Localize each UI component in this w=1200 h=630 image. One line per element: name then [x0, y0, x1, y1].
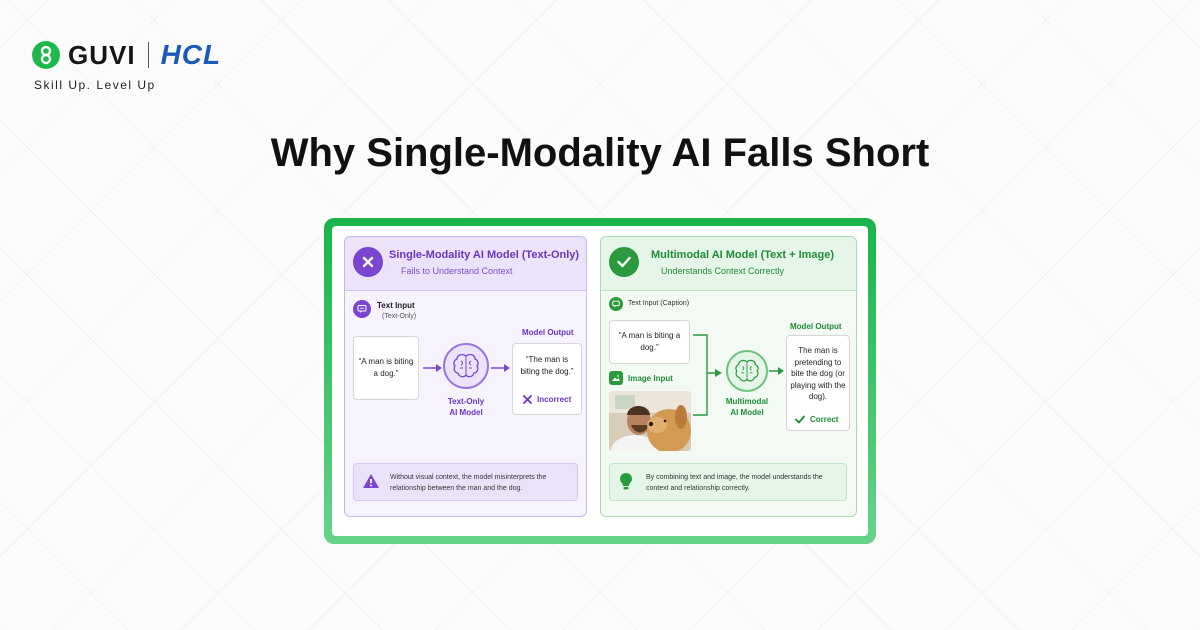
right-note-text: By combining text and image, the model u…: [646, 474, 823, 493]
right-panel-title: Multimodal AI Model (Text + Image): [651, 249, 835, 261]
image-input-label: Image Input: [628, 374, 673, 383]
x-icon: [523, 395, 532, 404]
left-note: Without visual context, the model misint…: [353, 463, 578, 501]
right-text-input-label: Text Input (Caption): [628, 300, 690, 307]
left-panel-header: Single-Modality AI Model (Text-Only) Fai…: [345, 237, 586, 291]
image-icon: [609, 371, 623, 385]
chat-icon: [353, 300, 371, 318]
left-model-label-line1: Text-Only: [447, 397, 485, 406]
right-model-label-line2: AI Model: [730, 407, 764, 417]
left-input-sublabel: (Text-Only): [382, 313, 417, 320]
hcl-wordmark: HCL: [160, 39, 222, 70]
left-output-label: Model Output: [522, 328, 574, 337]
left-model-label: Text-Only AI Model: [438, 397, 494, 419]
right-output-box: The man is pretending to bite the dog (o…: [786, 335, 850, 431]
right-input-text-box: “A man is biting a dog.”: [609, 320, 690, 364]
correct-label: Correct: [810, 415, 839, 424]
man-and-dog-photo: [609, 391, 691, 451]
brand-logo: GUVI HCL Skill Up. Level Up: [32, 38, 332, 98]
diagram-canvas: Single-Modality AI Model (Text-Only) Fai…: [332, 226, 868, 536]
merge-arrow-icon: [693, 334, 722, 416]
left-input-text-box: “A man is biting a dog.”: [353, 336, 419, 400]
right-panel-header: Multimodal AI Model (Text + Image) Under…: [601, 237, 856, 291]
right-output-text: The man is pretending to bite the dog (o…: [790, 346, 846, 402]
left-output-box: “The man is biting the dog.”: [512, 343, 582, 415]
left-panel-title: Single-Modality AI Model (Text-Only): [389, 249, 580, 261]
brand-tagline: Skill Up. Level Up: [34, 78, 156, 92]
logo-divider: [147, 42, 149, 68]
left-input-label: Text Input: [377, 301, 415, 310]
arrow-icon: [423, 364, 442, 372]
right-panel-subtitle: Understands Context Correctly: [661, 266, 785, 276]
arrow-icon: [491, 364, 510, 372]
left-output-text: “The man is biting the dog.”: [520, 355, 574, 376]
page-title: Why Single-Modality AI Falls Short: [270, 131, 930, 175]
incorrect-status: Incorrect: [523, 395, 571, 404]
check-icon: [795, 415, 805, 424]
chat-icon: [609, 297, 623, 311]
left-panel-subtitle: Fails to Understand Context: [401, 266, 513, 276]
check-icon: [609, 247, 639, 277]
single-modality-panel: Single-Modality AI Model (Text-Only) Fai…: [344, 236, 587, 517]
incorrect-label: Incorrect: [537, 395, 572, 404]
left-model-label-line2: AI Model: [449, 407, 483, 417]
brain-icon: [726, 350, 768, 392]
right-model-label-line1: Multimodal: [725, 397, 769, 406]
x-icon: [353, 247, 383, 277]
warning-icon: [363, 474, 379, 488]
guvi-wordmark: GUVI: [68, 39, 136, 70]
left-note-text: Without visual context, the model misint…: [390, 474, 547, 493]
diagram-frame: Single-Modality AI Model (Text-Only) Fai…: [324, 218, 876, 544]
correct-status: Correct: [795, 415, 838, 424]
multimodal-panel: Multimodal AI Model (Text + Image) Under…: [600, 236, 857, 517]
lightbulb-icon: [620, 473, 632, 490]
right-note: By combining text and image, the model u…: [609, 463, 847, 501]
arrow-icon: [769, 367, 784, 375]
right-output-label: Model Output: [790, 322, 842, 331]
right-model-label: Multimodal AI Model: [717, 397, 777, 419]
brain-icon: [443, 343, 489, 389]
guvi-logo-icon: [32, 41, 60, 69]
